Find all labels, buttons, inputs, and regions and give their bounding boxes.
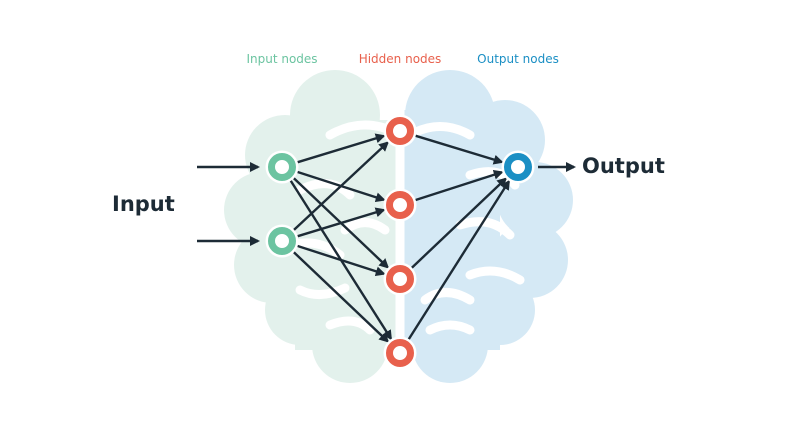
edge-h3-o1 — [410, 177, 508, 269]
input-nodes-label: Input nodes — [246, 52, 318, 66]
hidden-node-h1 — [383, 114, 417, 148]
hidden-node-h3 — [383, 262, 417, 296]
edge-i1-h1 — [296, 133, 386, 164]
brain-illustration — [224, 70, 573, 390]
io-arrows — [197, 162, 576, 246]
input-node-i2 — [265, 224, 299, 258]
output-nodes-label: Output nodes — [477, 52, 559, 66]
hidden-node-h4 — [383, 336, 417, 370]
output-node-o1 — [501, 150, 535, 184]
input-label: Input — [112, 192, 175, 216]
connections — [289, 133, 510, 343]
output-label: Output — [582, 154, 665, 178]
hidden-nodes-label: Hidden nodes — [358, 52, 442, 66]
brain-right-hemisphere — [398, 70, 573, 383]
edge-h4-o1 — [407, 179, 510, 341]
edge-i2-h4 — [292, 251, 390, 343]
edge-h2-o1 — [414, 169, 504, 202]
edge-i2-h1 — [292, 141, 390, 231]
edge-i2-h3 — [296, 244, 386, 277]
brain-left-hemisphere — [224, 70, 405, 383]
input-node-i1 — [265, 150, 299, 184]
edge-i2-h2 — [296, 207, 386, 238]
edge-h1-o1 — [414, 134, 504, 165]
hidden-node-h2 — [383, 188, 417, 222]
nodes — [265, 114, 535, 370]
